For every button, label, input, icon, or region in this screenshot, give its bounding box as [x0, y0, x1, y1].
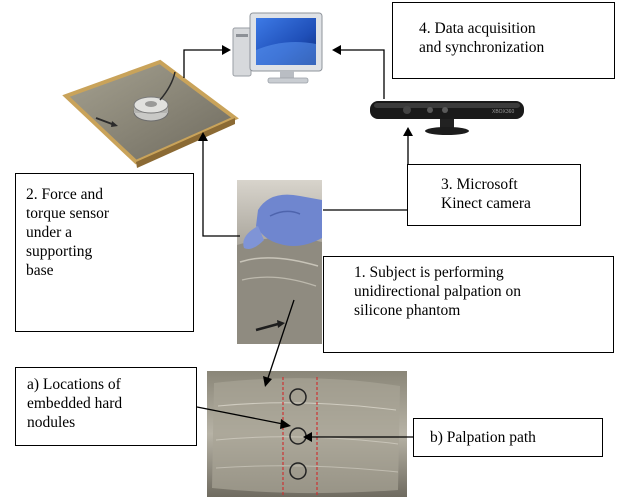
subject-line-1: 1. Subject is performing: [354, 264, 504, 281]
subject-line-2: unidirectional palpation on: [354, 283, 522, 300]
subject-label-box: 1. Subject is performing unidirectional …: [323, 256, 614, 353]
palpation-path-label-box: b) Palpation path: [413, 418, 603, 457]
nodule-marker: [289, 462, 307, 480]
force-sensor-photo: [62, 59, 239, 168]
force-sensor-line-1: 2. Force and: [26, 186, 104, 203]
data-acquisition-line-2: and synchronization: [419, 39, 545, 56]
nodules-line-2: embedded hard: [27, 395, 123, 412]
force-sensor-line-2: torque sensor: [26, 205, 110, 222]
kinect-label-box: 3. Microsoft Kinect camera: [407, 164, 581, 226]
nodules-line-1: a) Locations of: [27, 376, 121, 393]
palpation-hand-photo: [237, 180, 322, 344]
palpation-path-line-1: b) Palpation path: [430, 429, 536, 446]
force-sensor-line-4: supporting: [26, 243, 93, 260]
nodules-label-box: a) Locations of embedded hard nodules: [15, 367, 197, 446]
data-acquisition-line-1: 4. Data acquisition: [419, 20, 536, 37]
force-sensor-label-box: 2. Force and torque sensor under a suppo…: [15, 173, 194, 332]
computer-icon: [232, 12, 323, 84]
nodules-line-3: nodules: [27, 414, 76, 431]
force-sensor-line-3: under a: [26, 224, 73, 241]
data-acquisition-label-box: 4. Data acquisition and synchronization: [392, 2, 615, 79]
kinect-line-2: Kinect camera: [441, 195, 531, 212]
nodule-marker: [289, 388, 307, 406]
subject-line-3: silicone phantom: [354, 302, 461, 319]
kinect-brand-text: XBOX360: [492, 109, 514, 115]
silicone-phantom-photo: [207, 371, 407, 497]
force-sensor-line-5: base: [26, 262, 54, 279]
kinect-line-1: 3. Microsoft: [441, 176, 518, 193]
kinect-camera-photo: XBOX360: [370, 101, 524, 135]
